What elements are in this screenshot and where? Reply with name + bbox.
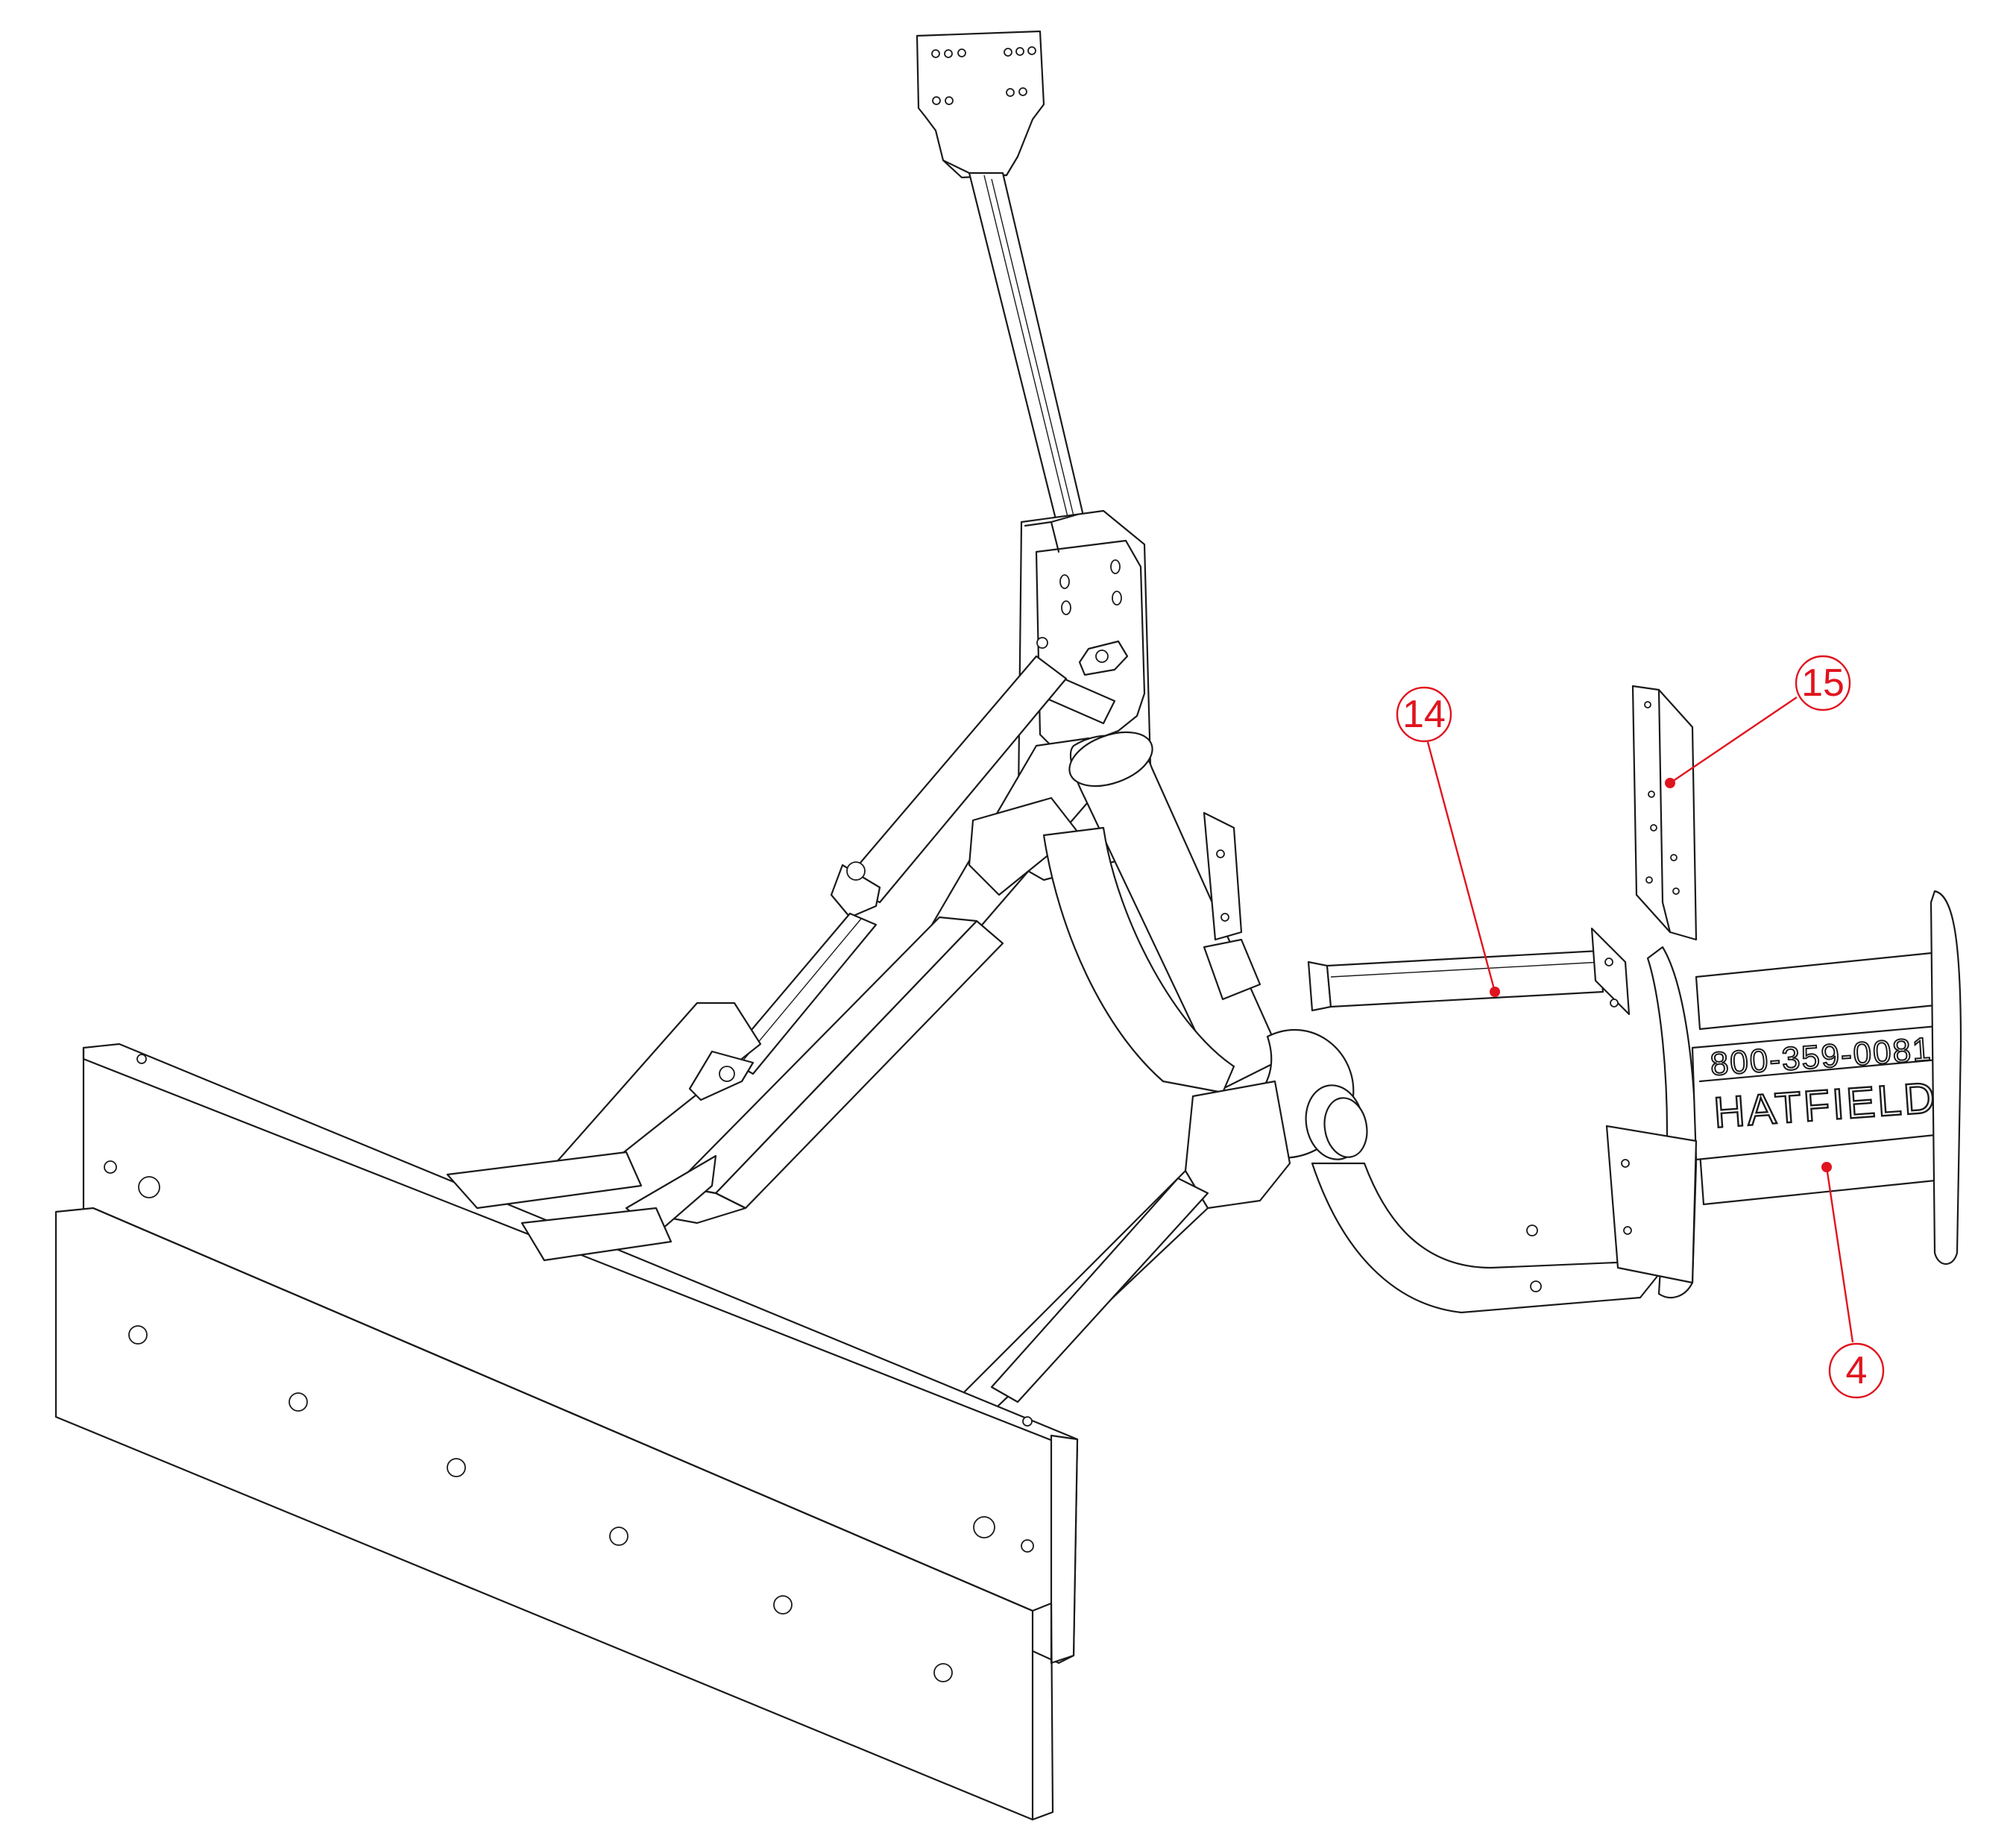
lower-frame-bars: [446, 1151, 1209, 1403]
callout-15-label: 15: [1801, 661, 1845, 705]
part-15-plate: [1631, 685, 1698, 941]
callout-4-dot: [1821, 1162, 1832, 1172]
callout-4-label: 4: [1846, 1349, 1868, 1392]
curved-hitch-arm: [1311, 1162, 1672, 1314]
part-4-hitch-frame: 800-359-0081 HATFIELD: [1605, 890, 1962, 1299]
main-frame: [554, 737, 1112, 1236]
hydraulic-cylinder: [725, 655, 1068, 1075]
callout-15-dot: [1665, 778, 1675, 788]
callout-14-circle: [1396, 686, 1452, 743]
callout-14-label: 14: [1402, 693, 1446, 736]
callout-14-dot: [1490, 987, 1500, 997]
callout-4-circle: [1828, 1342, 1885, 1399]
upper-arm: [968, 172, 1086, 532]
side-mount-plate: [1203, 811, 1243, 941]
callout-15-leader: [1669, 697, 1798, 784]
pivot-tube: [908, 731, 1368, 1478]
callout-14-leader: [1426, 741, 1496, 993]
callout-15: 15: [1665, 655, 1851, 788]
callout-15-circle: [1795, 655, 1851, 711]
part-14-cross-tube: [1307, 927, 1631, 1016]
blade-assembly: [54, 1043, 1079, 1821]
callout-4: 4: [1821, 1162, 1885, 1399]
upper-mount-plate: [916, 30, 1045, 179]
callout-4-leader: [1825, 1166, 1854, 1343]
callout-14: 14: [1396, 686, 1500, 997]
